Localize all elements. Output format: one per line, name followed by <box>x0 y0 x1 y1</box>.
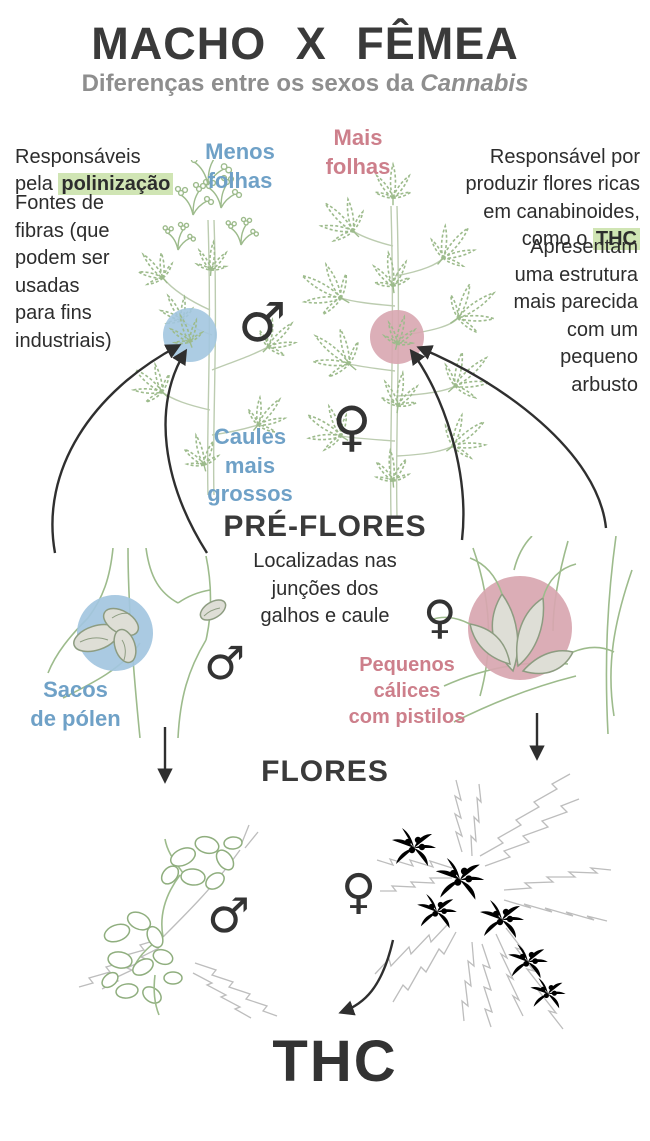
pollination-highlight: polinização <box>58 173 174 196</box>
female-structure-note: Apresentam uma estrutura mais parecida c… <box>513 236 638 396</box>
female-thc-text: Responsável por produzir flores ricas em… <box>465 145 640 251</box>
subtitle-italic-word: Cannabis <box>420 70 529 97</box>
female-preflower-illustration <box>429 536 633 734</box>
thc-label: THC <box>272 1029 398 1094</box>
male-flowers-illustration <box>78 824 278 1019</box>
more-leaves-label: Mais folhas <box>325 125 391 179</box>
calyx-pistils-label: Pequenos cálices com pistilos <box>348 654 466 728</box>
flowers-title: FLORES <box>261 755 389 788</box>
subtitle-text: Diferenças entre os sexos da <box>81 70 421 97</box>
thick-stems-label: Caules mais grossos <box>207 424 293 507</box>
male-pollination-text: Responsáveis pela <box>15 145 141 196</box>
male-symbol-icon: ♂ <box>204 636 246 690</box>
female-symbol-icon: ♀ <box>332 395 372 458</box>
male-preflower-illustration <box>47 548 227 738</box>
male-pollination-note: Responsáveis pela polinização <box>15 116 225 199</box>
male-symbol-icon: ♂ <box>207 888 251 944</box>
female-symbol-icon: ♀ <box>341 864 377 920</box>
female-thc-note: Responsável por produzir flores ricas em… <box>380 116 640 254</box>
pollen-sacs-label: Sacos de pólen <box>30 677 121 731</box>
male-fiber-note: Fontes de fibras (que podem ser usadas p… <box>15 192 112 352</box>
preflowers-note: Localizadas nas junções dos galhos e cau… <box>253 550 397 628</box>
female-symbol-icon: ♀ <box>423 590 457 644</box>
page-subtitle: Diferenças entre os sexos da Cannabis <box>0 70 610 98</box>
male-symbol-icon: ♂ <box>238 291 287 354</box>
preflowers-title: PRÉ-FLORES <box>223 510 427 543</box>
female-flowers-illustration <box>374 773 612 1030</box>
page-title: MACHO X FÊMEA <box>91 18 519 69</box>
less-leaves-label: Menos folhas <box>205 139 275 193</box>
thc-highlight: THC <box>592 228 640 251</box>
